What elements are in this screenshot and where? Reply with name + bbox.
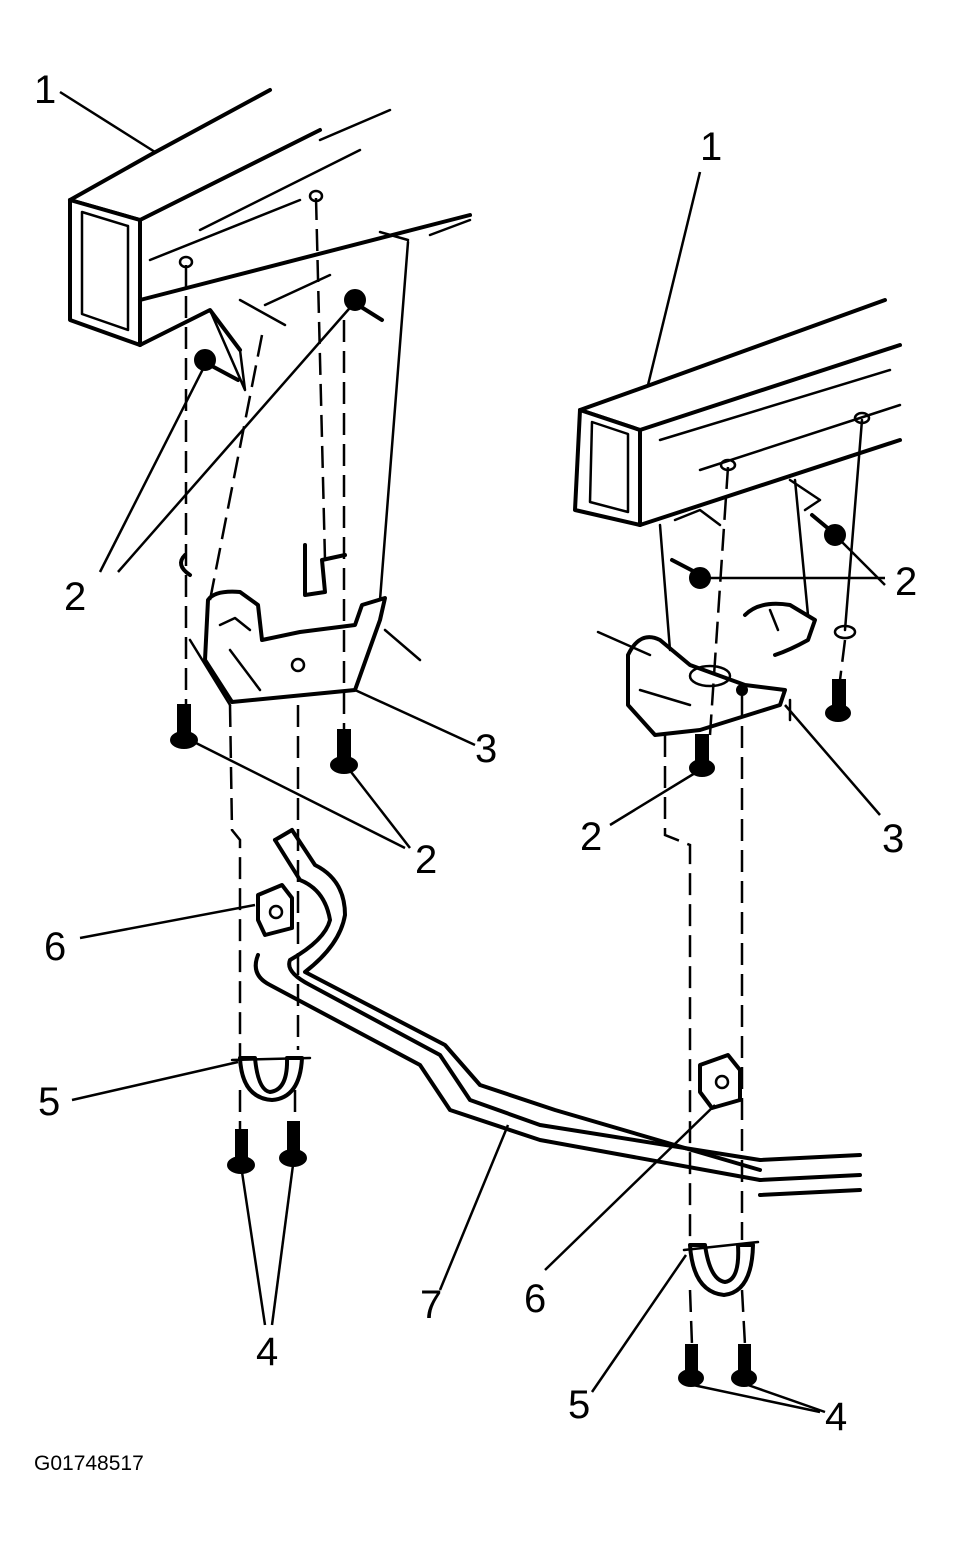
bolt-lower-right-b <box>825 679 851 722</box>
callout-frame-left: 1 <box>34 68 56 112</box>
callout-insulator-right: 6 <box>524 1277 546 1321</box>
mounting-bracket-left <box>179 543 422 707</box>
bolt-upper-left-a <box>194 349 240 382</box>
alignment-lines-right <box>658 418 864 1346</box>
callout-insulator-left: 6 <box>44 925 66 969</box>
callout-clamp-right: 5 <box>568 1383 590 1427</box>
callout-bracket-right: 3 <box>882 817 904 861</box>
mounting-bracket-right <box>596 601 857 737</box>
leader-lines <box>59 90 886 1414</box>
bolt-lower-right-a <box>689 734 715 777</box>
callout-clamp-bolts-left: 4 <box>256 1330 278 1374</box>
clamp-right <box>682 1240 760 1297</box>
callout-bolt-lower-left: 2 <box>415 838 437 882</box>
callout-bolt-upper-left: 2 <box>64 575 86 619</box>
callout-bolt-upper-right: 2 <box>895 560 917 604</box>
clamp-bolts-right <box>678 1344 757 1387</box>
clamp-left <box>230 1056 312 1102</box>
alignment-lines-left <box>184 197 410 1140</box>
callout-bolt-lower-right: 2 <box>580 815 602 859</box>
callout-labels: 1 1 2 2 2 2 3 3 6 6 5 5 4 4 7 <box>34 68 917 1439</box>
stabilizer-shaft <box>253 828 862 1197</box>
figure-id: G01748517 <box>34 1452 144 1475</box>
insulator-right <box>698 1053 742 1110</box>
bolt-upper-left-b <box>344 289 384 322</box>
frame-rail-right <box>573 298 902 527</box>
frame-rail-left <box>68 88 472 392</box>
bolt-upper-right-a <box>670 558 711 589</box>
callout-frame-right: 1 <box>700 125 722 169</box>
bolt-lower-left-a <box>170 704 198 749</box>
callout-clamp-bolts-right: 4 <box>825 1395 847 1439</box>
insulator-left <box>256 883 294 937</box>
callout-clamp-left: 5 <box>38 1080 60 1124</box>
bolt-lower-left-b <box>330 729 358 774</box>
clamp-bolts-left <box>227 1121 307 1174</box>
callout-stabilizer-shaft: 7 <box>420 1283 442 1327</box>
callout-bracket-left: 3 <box>475 727 497 771</box>
